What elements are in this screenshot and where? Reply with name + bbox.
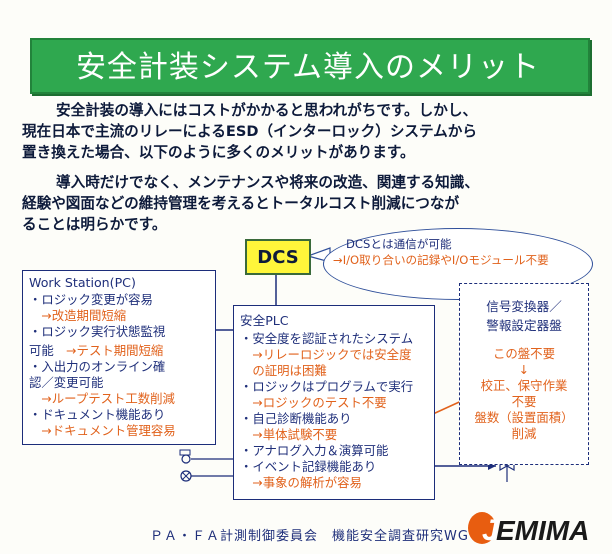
switch-icon bbox=[181, 454, 191, 464]
plc-line: →ロジックのテスト不要 bbox=[240, 395, 387, 410]
logo-text: EMIMA bbox=[496, 515, 589, 546]
intro-line: 安全計装の導入にはコストがかかると思われがちです。しかし、 bbox=[56, 102, 478, 119]
converter-panel-box: 信号変換器／ 警報設定器盤 この盤不要 ↓ 校正、保守作業 不要 盤数（設置面積… bbox=[459, 283, 589, 465]
ws-line-part: →テスト期間短縮 bbox=[53, 343, 164, 358]
intro-line: 現在日本で主流のリレーによるESD（インターロック）システムから bbox=[22, 123, 477, 140]
converter-title: 警報設定器盤 bbox=[486, 318, 562, 333]
ws-line: ・ドキュメント機能あり bbox=[29, 407, 166, 422]
page-title: 安全計装システム導入のメリット bbox=[75, 50, 541, 85]
converter-line: 不要 bbox=[511, 394, 537, 409]
workstation-title: Work Station(PC) bbox=[29, 275, 136, 290]
plc-line: ・イベント記録機能あり bbox=[240, 459, 377, 474]
plc-line: ・アナログ入力＆演算可能 bbox=[240, 443, 389, 458]
ws-line-part: 可能 bbox=[29, 343, 54, 358]
dcs-note: DCSとは通信が可能 bbox=[346, 237, 452, 251]
converter-line: 校正、保守作業 bbox=[480, 378, 568, 393]
intro-paragraph: 安全計装の導入にはコストがかかると思われがちです。しかし、 現在日本で主流のリレ… bbox=[22, 100, 592, 163]
plc-line: →リレーロジックでは安全度 bbox=[240, 347, 412, 362]
ws-line: ・入出力のオンライン確 bbox=[29, 359, 166, 374]
plc-title: 安全PLC bbox=[240, 313, 289, 328]
plc-line: の証明は困難 bbox=[240, 363, 327, 378]
ws-line-mixed: 可能 →テスト期間短縮 bbox=[29, 340, 215, 359]
ws-line: ・ロジック変更が容易 bbox=[29, 292, 153, 307]
dcs-box: DCS bbox=[245, 239, 311, 275]
title-banner bbox=[30, 38, 590, 94]
ws-line: →改造期間短縮 bbox=[29, 308, 127, 323]
jemima-logo: J EMIMA bbox=[468, 512, 589, 546]
converter-line: ↓ bbox=[518, 362, 530, 377]
converter-line: 盤数（設置面積） bbox=[474, 410, 574, 425]
plc-line: ・ロジックはプログラムで実行 bbox=[240, 379, 414, 394]
converter-line: 削減 bbox=[511, 426, 537, 441]
plc-line: ・安全度を認証されたシステム bbox=[240, 331, 414, 346]
ws-line: ・ロジック実行状態監視 bbox=[29, 324, 166, 339]
converter-line: この盤不要 bbox=[493, 346, 555, 361]
cost-line: 導入時だけでなく、メンテナンスや将来の改造、関連する知識、 bbox=[56, 174, 479, 191]
safety-plc-box: 安全PLC ・安全度を認証されたシステム →リレーロジックでは安全度 の証明は困… bbox=[233, 305, 435, 500]
ws-line: →ループテスト工数削減 bbox=[29, 391, 175, 406]
converter-title: 信号変換器／ bbox=[486, 299, 562, 314]
dcs-note-sub: →I/O取り合いの記録やI/Oモジュール不要 bbox=[333, 253, 549, 267]
svg-text:J: J bbox=[482, 514, 500, 546]
plc-line: ・自己診断機能あり bbox=[240, 411, 352, 426]
logo-mark bbox=[468, 512, 496, 544]
cost-paragraph: 導入時だけでなく、メンテナンスや将来の改造、関連する知識、 経験や図面などの維持… bbox=[22, 172, 592, 235]
footer-org: ＰＡ・ＦＡ計測制御委員会 機能安全調査研究WG bbox=[150, 529, 469, 544]
intro-line: 置き換えた場合、以下のように多くのメリットがあります。 bbox=[22, 144, 415, 161]
plc-line: →事象の解析が容易 bbox=[240, 475, 362, 490]
ws-line: →ドキュメント管理容易 bbox=[29, 423, 176, 438]
plc-line: →単体試験不要 bbox=[240, 427, 338, 442]
workstation-box: Work Station(PC) ・ロジック変更が容易 →改造期間短縮 ・ロジッ… bbox=[22, 270, 216, 445]
cost-line: 経験や図面などの維持管理を考えるとトータルコスト削減につなが bbox=[22, 195, 460, 212]
cost-line: ることは明らかです。 bbox=[22, 216, 167, 233]
ws-line: 認／変更可能 bbox=[29, 375, 104, 390]
